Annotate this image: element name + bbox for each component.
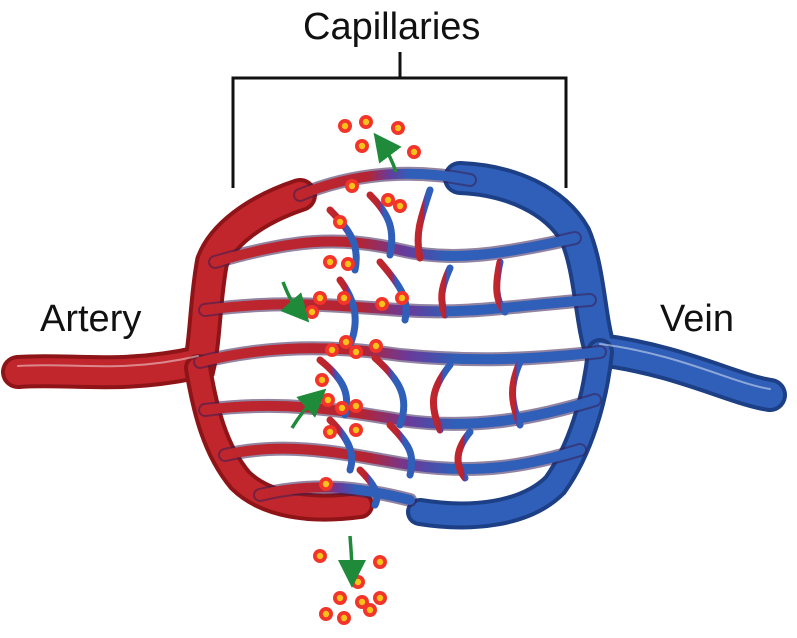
dot-core — [322, 480, 330, 488]
dot-core — [358, 142, 366, 150]
vein-label: Vein — [660, 298, 734, 340]
green-arrow-icon — [290, 388, 327, 429]
dot-core — [340, 614, 348, 622]
dot-core — [362, 118, 370, 126]
dot-core — [366, 606, 374, 614]
dot-core — [352, 402, 360, 410]
dot-core — [308, 308, 316, 316]
dot-core — [352, 348, 360, 356]
dot-core — [318, 376, 326, 384]
dot-core — [322, 610, 330, 618]
dot-core — [348, 182, 356, 190]
dot-core — [376, 558, 384, 566]
flow-arrows — [280, 132, 402, 588]
dot-core — [340, 294, 348, 302]
artery-label: Artery — [40, 298, 142, 340]
dot-core — [316, 552, 324, 560]
dot-core — [354, 578, 362, 586]
dot-core — [324, 396, 332, 404]
dot-core — [376, 594, 384, 602]
dot-core — [328, 346, 336, 354]
capillaries-bracket — [231, 52, 568, 188]
green-arrow-icon — [373, 132, 402, 173]
dot-core — [396, 202, 404, 210]
dot-core — [394, 124, 402, 132]
dot-core — [372, 342, 380, 350]
dot-core — [410, 148, 418, 156]
dot-core — [336, 218, 344, 226]
dot-core — [398, 294, 406, 302]
dot-core — [378, 300, 386, 308]
dot-core — [326, 428, 334, 436]
dot-core — [358, 598, 366, 606]
dot-core — [336, 594, 344, 602]
dot-core — [342, 338, 350, 346]
dot-core — [316, 294, 324, 302]
green-arrow-icon — [337, 535, 366, 588]
capillary-network — [17, 166, 771, 509]
capillaries-label: Capillaries — [303, 6, 481, 48]
green-arrow-icon — [280, 281, 310, 323]
dot-core — [326, 258, 334, 266]
dot-core — [344, 260, 352, 268]
dot-core — [341, 122, 349, 130]
dot-core — [384, 196, 392, 204]
dot-core — [352, 426, 360, 434]
dot-core — [338, 404, 346, 412]
